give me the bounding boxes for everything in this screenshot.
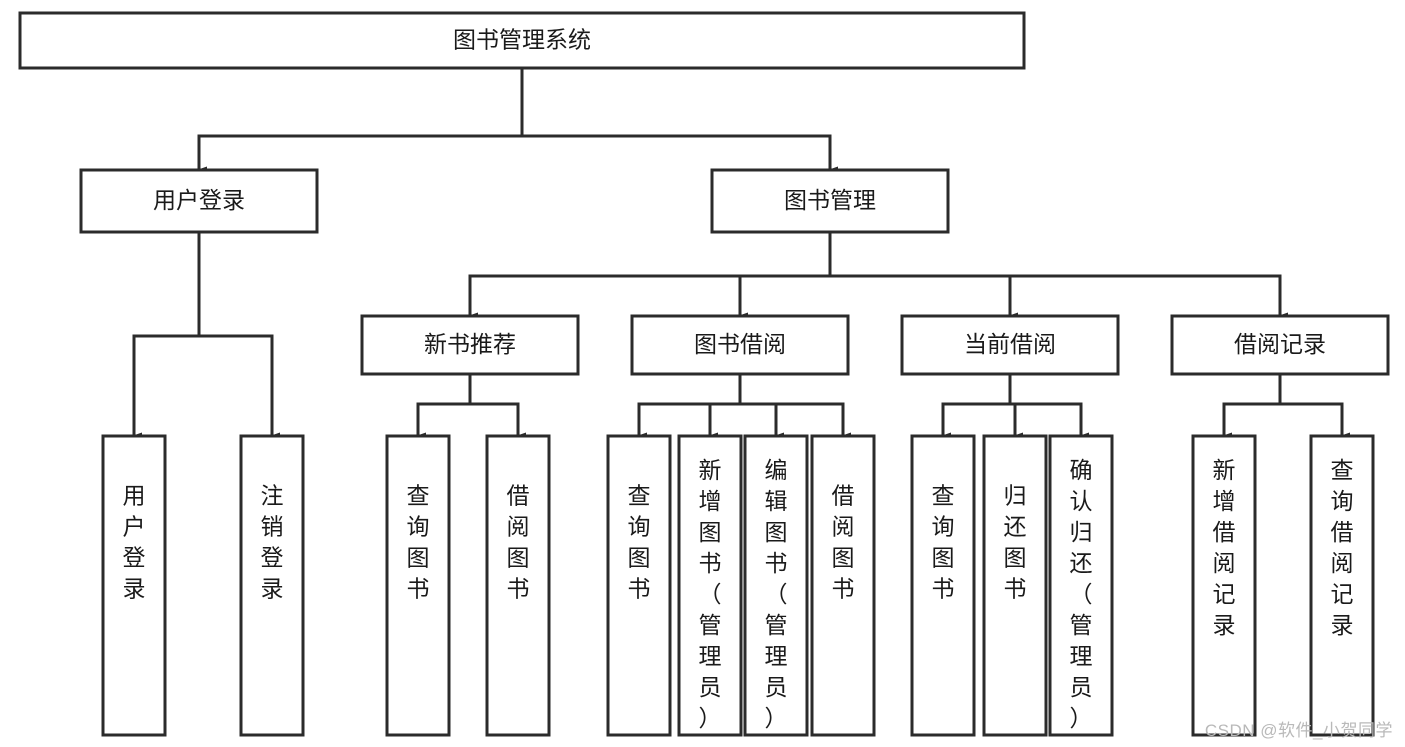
node-leaf-borrow-book-2-label: 借阅图书: [832, 483, 855, 602]
node-book-manage[interactable]: 图书管理: [710, 168, 950, 234]
node-leaf-return-book-label: 归还图书: [1004, 483, 1027, 602]
node-book-borrow[interactable]: 图书借阅: [630, 314, 850, 376]
node-current-borrow-box[interactable]: [900, 314, 1120, 376]
node-leaf-edit-book-label: 编辑图书（管理员）: [765, 457, 788, 731]
node-leaf-query-record-label: 查询借阅记录: [1331, 457, 1354, 638]
node-leaf-query-book-1-box[interactable]: [385, 434, 451, 737]
node-book-borrow-box[interactable]: [630, 314, 850, 376]
node-leaf-borrow-book-2[interactable]: 借阅图书: [810, 434, 876, 737]
node-user-login-box[interactable]: [79, 168, 319, 234]
node-leaf-query-record-box[interactable]: [1309, 434, 1375, 737]
node-leaf-query-record[interactable]: 查询借阅记录: [1309, 434, 1375, 737]
node-current-borrow-label: 当前借阅: [964, 331, 1056, 357]
node-leaf-query-book-3[interactable]: 查询图书: [910, 434, 976, 737]
node-leaf-return-book-box[interactable]: [982, 434, 1048, 737]
node-leaf-add-book-label: 新增图书（管理员）: [699, 457, 722, 731]
node-leaf-edit-book-box[interactable]: [743, 434, 809, 737]
node-leaf-query-book-1[interactable]: 查询图书: [385, 434, 451, 737]
node-borrow-record-box[interactable]: [1170, 314, 1390, 376]
node-book-borrow-label: 图书借阅: [694, 331, 786, 357]
node-new-book-rec[interactable]: 新书推荐: [360, 314, 580, 376]
node-layer: 图书管理系统用户登录图书管理新书推荐图书借阅当前借阅借阅记录用户登录注销登录查询…: [18, 11, 1390, 737]
connector-layer: [126, 66, 1350, 444]
node-book-manage-box[interactable]: [710, 168, 950, 234]
node-root-label: 图书管理系统: [453, 27, 591, 53]
node-leaf-user-logout-box[interactable]: [239, 434, 305, 737]
node-user-login[interactable]: 用户登录: [79, 168, 319, 234]
node-leaf-query-book-3-label: 查询图书: [932, 483, 955, 602]
node-leaf-user-login-box[interactable]: [101, 434, 167, 737]
node-leaf-borrow-book-2-box[interactable]: [810, 434, 876, 737]
node-root-box[interactable]: [18, 11, 1026, 70]
node-user-login-label: 用户登录: [153, 187, 245, 213]
node-new-book-rec-box[interactable]: [360, 314, 580, 376]
node-leaf-user-logout[interactable]: 注销登录: [239, 434, 305, 737]
node-leaf-query-book-3-box[interactable]: [910, 434, 976, 737]
node-leaf-edit-book[interactable]: 编辑图书（管理员）: [743, 434, 809, 737]
node-new-book-rec-label: 新书推荐: [424, 331, 516, 357]
node-leaf-query-book-2-box[interactable]: [606, 434, 672, 737]
node-leaf-add-record[interactable]: 新增借阅记录: [1191, 434, 1257, 737]
node-leaf-borrow-book-1-label: 借阅图书: [507, 483, 530, 602]
node-current-borrow[interactable]: 当前借阅: [900, 314, 1120, 376]
node-leaf-query-book-2[interactable]: 查询图书: [606, 434, 672, 737]
node-leaf-query-book-1-label: 查询图书: [407, 483, 430, 602]
node-leaf-confirm-return[interactable]: 确认归还（管理员）: [1048, 434, 1114, 737]
node-leaf-user-logout-label: 注销登录: [261, 483, 284, 602]
node-leaf-user-login-label: 用户登录: [123, 483, 146, 602]
node-borrow-record[interactable]: 借阅记录: [1170, 314, 1390, 376]
node-leaf-add-record-box[interactable]: [1191, 434, 1257, 737]
node-leaf-return-book[interactable]: 归还图书: [982, 434, 1048, 737]
node-leaf-add-book[interactable]: 新增图书（管理员）: [677, 434, 743, 737]
node-leaf-query-book-2-label: 查询图书: [628, 483, 651, 602]
node-leaf-user-login[interactable]: 用户登录: [101, 434, 167, 737]
node-leaf-borrow-book-1[interactable]: 借阅图书: [485, 434, 551, 737]
node-borrow-record-label: 借阅记录: [1234, 331, 1326, 357]
node-leaf-confirm-return-label: 确认归还（管理员）: [1070, 457, 1093, 731]
node-root[interactable]: 图书管理系统: [18, 11, 1026, 70]
node-book-manage-label: 图书管理: [784, 187, 876, 213]
node-leaf-add-record-label: 新增借阅记录: [1213, 457, 1236, 638]
watermark-csdn: CSDN @软件_小贺同学: [1204, 721, 1393, 740]
node-leaf-confirm-return-box[interactable]: [1048, 434, 1114, 737]
node-leaf-borrow-book-1-box[interactable]: [485, 434, 551, 737]
node-leaf-add-book-box[interactable]: [677, 434, 743, 737]
